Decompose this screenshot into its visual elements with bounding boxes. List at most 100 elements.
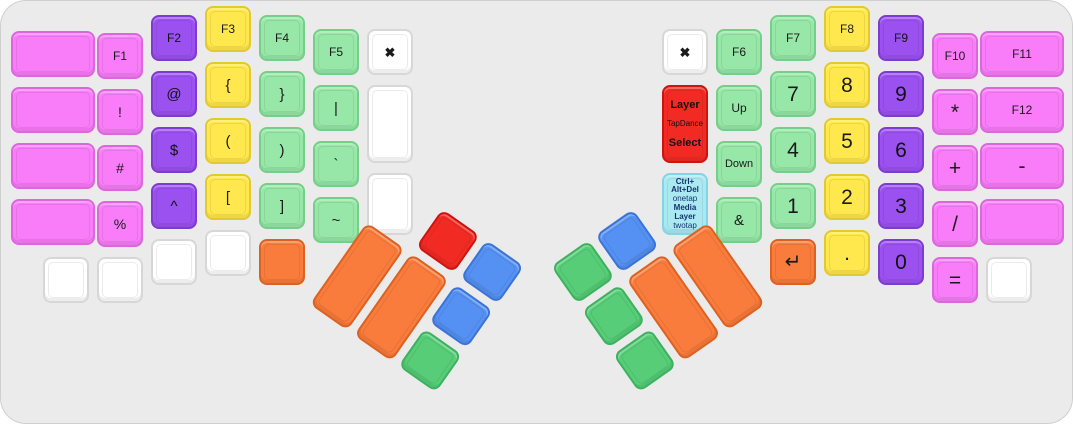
key-blank[interactable] (367, 173, 413, 235)
key-enter[interactable]: ↵ (770, 239, 816, 285)
key-blank[interactable] (980, 199, 1064, 245)
key-minus[interactable]: - (980, 143, 1064, 189)
key-equals-label: = (948, 268, 962, 292)
key-0-label: 0 (895, 250, 907, 274)
key-brace-close[interactable]: } (259, 71, 305, 117)
key-0[interactable]: 0 (878, 239, 924, 285)
key-f7[interactable]: F7 (770, 15, 816, 61)
key-paren-open-label: ( (225, 132, 231, 150)
key-9[interactable]: 9 (878, 71, 924, 117)
key-plus-label: + (948, 156, 962, 180)
key-blank[interactable] (986, 257, 1032, 303)
key-blank[interactable] (11, 143, 95, 189)
key-dollar-label: $ (169, 141, 179, 159)
key-f8[interactable]: F8 (824, 6, 870, 52)
key-period[interactable]: . (824, 230, 870, 276)
key-4[interactable]: 4 (770, 127, 816, 173)
key-bracket-close-label: ] (279, 197, 285, 215)
key-exclam-label: ! (118, 104, 122, 120)
key-dollar[interactable]: $ (151, 127, 197, 173)
key-ampersand[interactable]: & (716, 197, 762, 243)
key-f2[interactable]: F2 (151, 15, 197, 61)
key-blank[interactable] (259, 239, 305, 285)
key-at[interactable]: @ (151, 71, 197, 117)
key-blank[interactable] (11, 87, 95, 133)
key-up-label: Up (731, 101, 747, 115)
key-bracket-close[interactable]: ] (259, 183, 305, 229)
key-pipe-label: | (334, 99, 338, 117)
key-blank[interactable] (43, 257, 89, 303)
key-1[interactable]: 1 (770, 183, 816, 229)
key-close-left[interactable]: ✖ (367, 29, 413, 75)
key-f9[interactable]: F9 (878, 15, 924, 61)
key-8-label: 8 (841, 73, 853, 97)
key-f4[interactable]: F4 (259, 15, 305, 61)
key-7-label: 7 (787, 82, 799, 106)
key-blank[interactable] (205, 230, 251, 276)
key-9-label: 9 (895, 82, 907, 106)
key-f10-label: F10 (944, 49, 966, 63)
key-5-label: 5 (841, 129, 853, 153)
key-tilde-label: ~ (331, 211, 341, 229)
key-hash-label: # (116, 160, 124, 176)
key-f3-label: F3 (220, 22, 235, 36)
key-blank[interactable] (11, 199, 95, 245)
key-slash[interactable]: / (932, 201, 978, 247)
key-f1[interactable]: F1 (97, 33, 143, 79)
key-f11[interactable]: F11 (980, 31, 1064, 77)
key-f7-label: F7 (785, 31, 800, 45)
key-f12[interactable]: F12 (980, 87, 1064, 133)
key-2[interactable]: 2 (824, 174, 870, 220)
key-blank[interactable] (97, 257, 143, 303)
key-f6[interactable]: F6 (716, 29, 762, 75)
key-7[interactable]: 7 (770, 71, 816, 117)
key-f10[interactable]: F10 (932, 33, 978, 79)
key-f3[interactable]: F3 (205, 6, 251, 52)
key-pipe[interactable]: | (313, 85, 359, 131)
key-blank[interactable] (11, 31, 95, 77)
key-blank[interactable] (151, 239, 197, 285)
key-f5[interactable]: F5 (313, 29, 359, 75)
key-period-label: . (844, 241, 850, 265)
key-5[interactable]: 5 (824, 118, 870, 164)
key-paren-close[interactable]: ) (259, 127, 305, 173)
key-f2-label: F2 (166, 31, 181, 45)
key-percent[interactable]: % (97, 201, 143, 247)
key-1-label: 1 (787, 194, 799, 218)
key-at-label: @ (166, 85, 182, 103)
key-close-right-label: ✖ (679, 44, 691, 60)
key-down[interactable]: Down (716, 141, 762, 187)
key-up[interactable]: Up (716, 85, 762, 131)
key-brace-open[interactable]: { (205, 62, 251, 108)
key-f11-label: F11 (1012, 47, 1032, 61)
key-f4-label: F4 (274, 31, 289, 45)
key-asterisk[interactable]: * (932, 89, 978, 135)
key-brace-close-label: } (279, 85, 285, 103)
key-close-right[interactable]: ✖ (662, 29, 708, 75)
key-bracket-open[interactable]: [ (205, 174, 251, 220)
key-f5-label: F5 (328, 45, 343, 59)
key-3[interactable]: 3 (878, 183, 924, 229)
key-ampersand-label: & (733, 211, 744, 229)
key-blank[interactable] (367, 85, 413, 163)
key-f12-label: F12 (1011, 103, 1033, 117)
key-4-label: 4 (787, 138, 799, 162)
key-6-label: 6 (895, 138, 907, 162)
key-tilde[interactable]: ~ (313, 197, 359, 243)
key-8[interactable]: 8 (824, 62, 870, 108)
key-paren-open[interactable]: ( (205, 118, 251, 164)
key-equals[interactable]: = (932, 257, 978, 303)
key-asterisk-label: * (950, 100, 960, 124)
key-hash[interactable]: # (97, 145, 143, 191)
key-6[interactable]: 6 (878, 127, 924, 173)
key-close-left-label: ✖ (384, 44, 396, 60)
key-exclam[interactable]: ! (97, 89, 143, 135)
key-plus[interactable]: + (932, 145, 978, 191)
key-caret[interactable]: ^ (151, 183, 197, 229)
key-3-label: 3 (895, 194, 907, 218)
key-backtick[interactable]: ` (313, 141, 359, 187)
key-caret-label: ^ (170, 197, 178, 215)
